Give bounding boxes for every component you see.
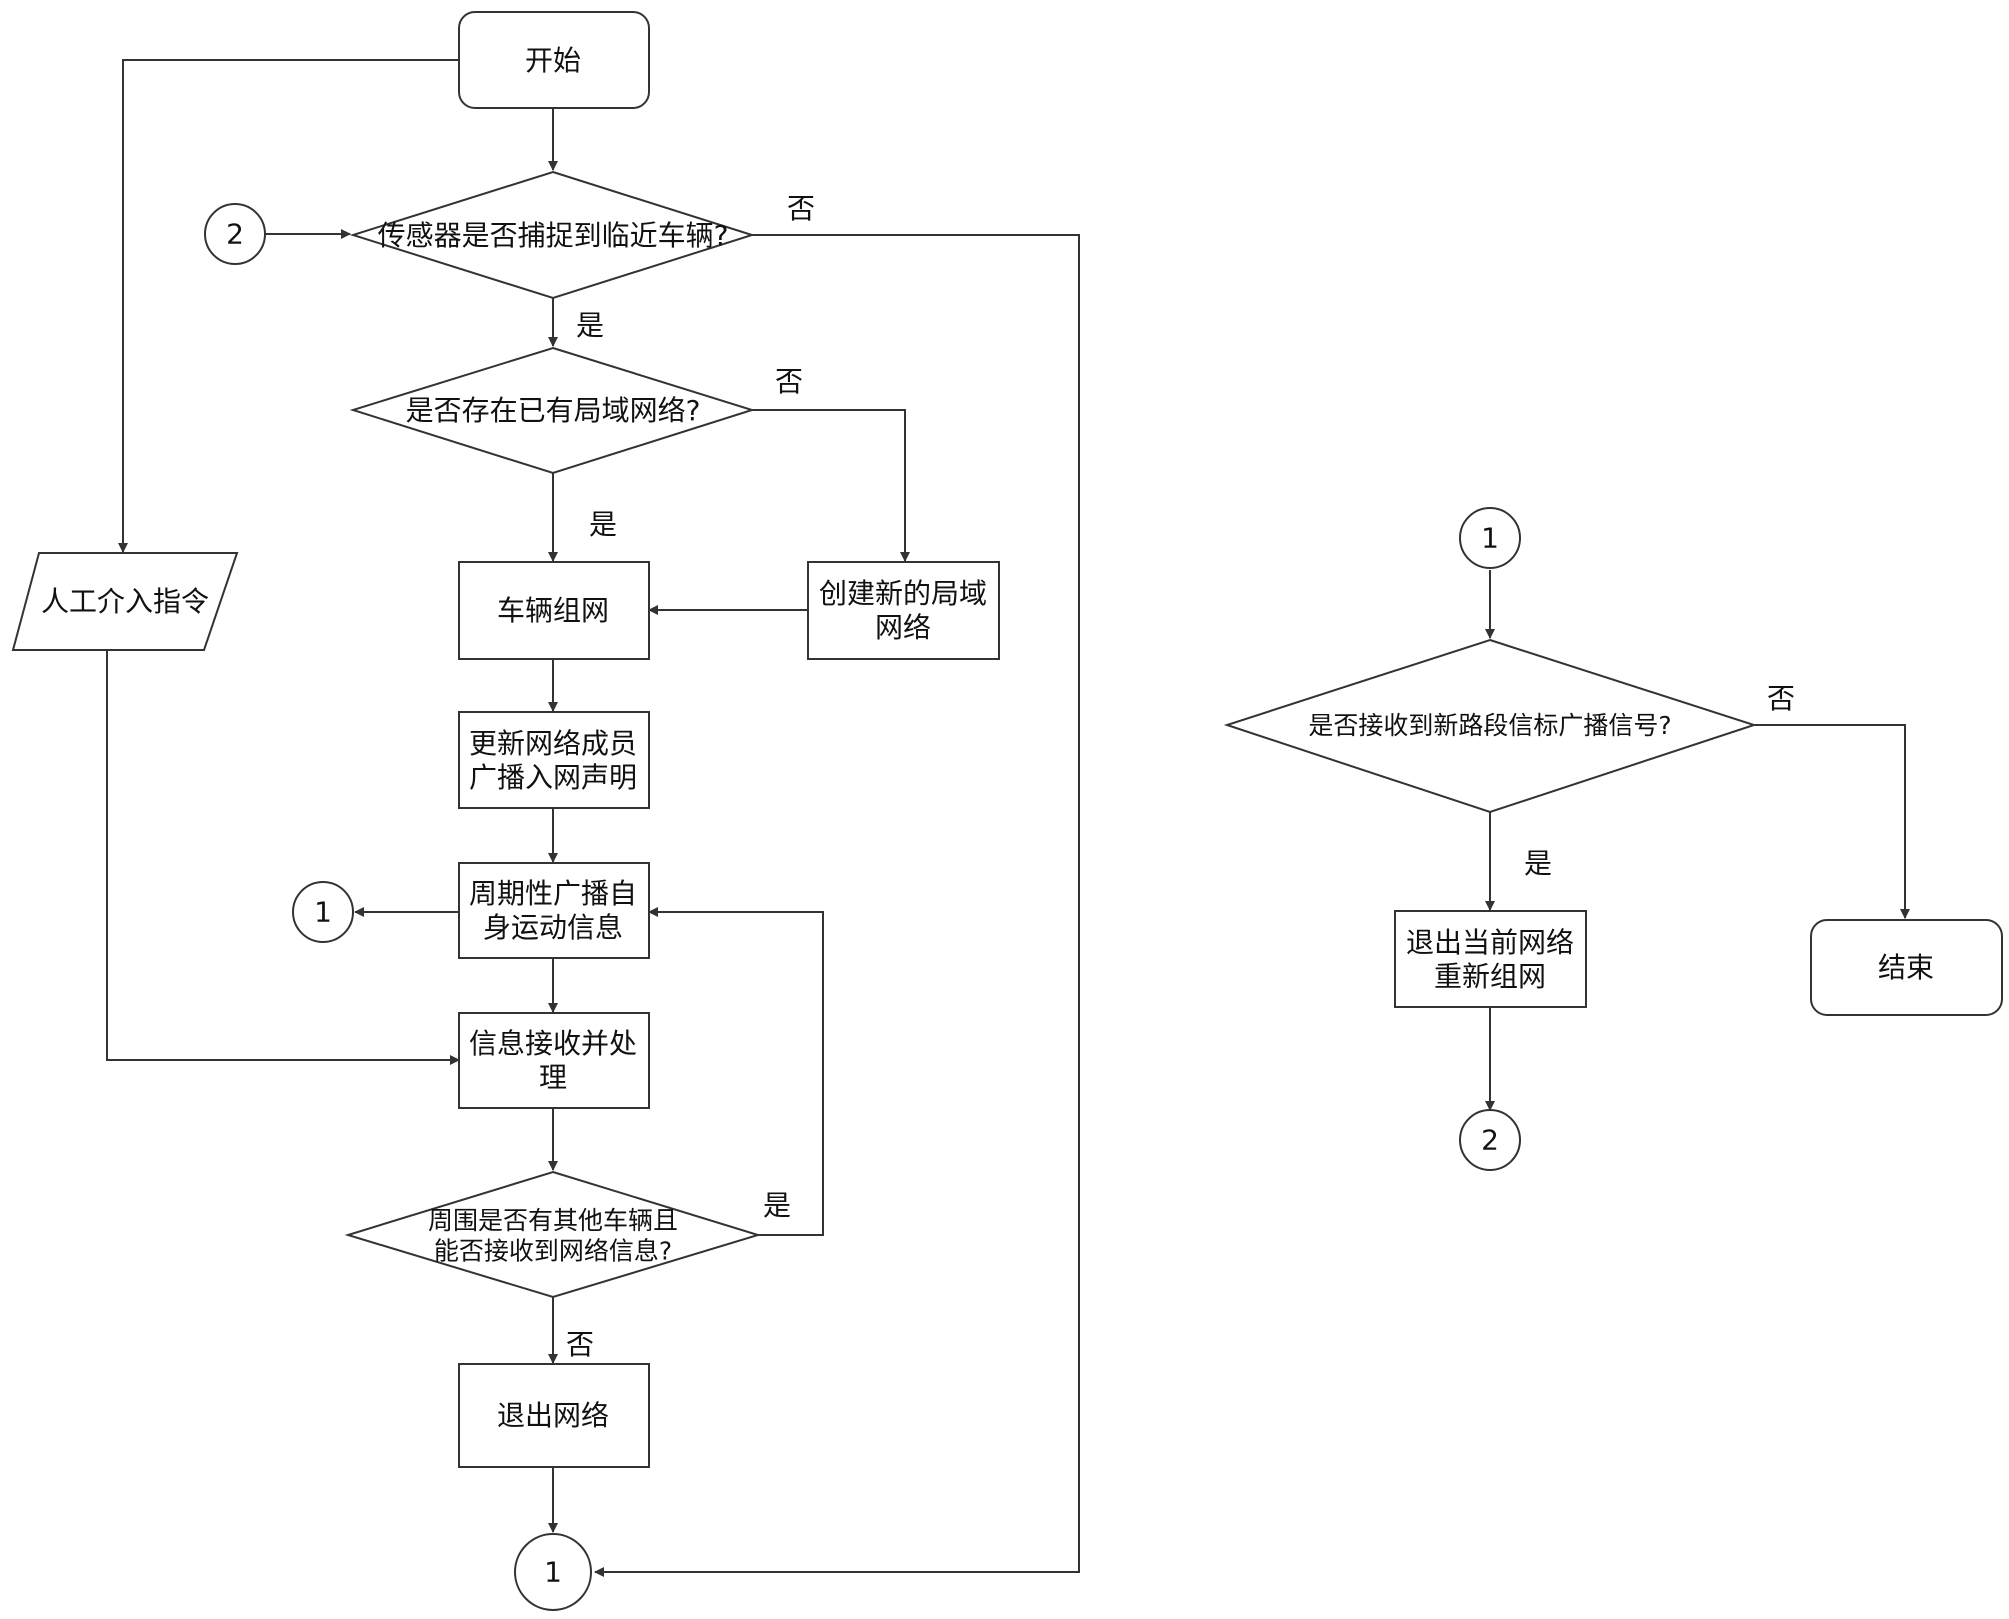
edges [106,59,1910,1577]
label-sensor-yes: 是 [576,309,604,342]
receive-process-node: 信息接收并处理 [458,1012,650,1109]
edge-network-no [752,409,910,562]
start-node: 开始 [458,11,650,109]
edge-start-to-manual [118,59,459,553]
connector-1-right-top-text: 1 [1481,522,1499,555]
periodic-broadcast-node: 周期性广播自身运动信息 [458,862,650,959]
network-exists-decision-text: 是否存在已有局域网络? [406,394,701,427]
network-exists-decision-node: 是否存在已有局域网络? [349,346,756,475]
connector-2-left-text: 2 [226,218,244,251]
connector-1-bottom: 1 [514,1533,592,1611]
periodic-broadcast-text: 周期性广播自身运动信息 [469,877,637,944]
label-beacon-yes: 是 [1524,847,1552,880]
exit-regroup-text: 退出当前网络重新组网 [1406,926,1574,993]
edge-beacon-no [1754,724,1910,919]
label-beacon-no: 否 [1767,682,1795,715]
vehicle-networking-node: 车辆组网 [458,561,650,660]
create-network-text: 创建新的局域网络 [819,577,987,644]
manual-instruction-node: 人工介入指令 [11,552,239,651]
surrounding-decision-text: 周围是否有其他车辆且能否接收到网络信息? [428,1206,678,1266]
edge-surrounding-yes [648,907,824,1236]
connector-2-right-bottom-text: 2 [1481,1124,1499,1157]
connector-2-left: 2 [204,203,266,265]
sensor-decision-node: 传感器是否捕捉到临近车辆? [349,170,756,300]
label-surrounding-no: 否 [566,1328,594,1361]
update-members-node: 更新网络成员广播入网声明 [458,711,650,809]
exit-network-text: 退出网络 [497,1399,609,1432]
label-sensor-no: 否 [787,192,815,225]
exit-regroup-node: 退出当前网络重新组网 [1394,910,1587,1008]
edge-labels: 否 是 否 是 是 否 否 是 [566,192,1795,1361]
create-network-node: 创建新的局域网络 [807,561,1000,660]
edge-sensor-no [594,234,1080,1577]
exit-network-node: 退出网络 [458,1363,650,1468]
vehicle-networking-text: 车辆组网 [497,594,609,627]
start-node-text: 开始 [525,44,581,77]
sensor-decision-text: 传感器是否捕捉到临近车辆? [378,219,729,252]
connector-1-left: 1 [292,881,354,943]
manual-instruction-text: 人工介入指令 [41,585,209,618]
edge-manual-to-receive [106,650,460,1065]
end-node: 结束 [1810,919,2003,1016]
beacon-decision-node: 是否接收到新路段信标广播信号? [1223,638,1758,814]
beacon-decision-text: 是否接收到新路段信标广播信号? [1308,711,1671,740]
connector-1-bottom-text: 1 [544,1556,562,1589]
label-surrounding-yes: 是 [763,1189,791,1222]
label-network-no: 否 [775,365,803,398]
end-node-text: 结束 [1878,951,1934,984]
receive-process-text: 信息接收并处理 [469,1027,637,1094]
update-members-text: 更新网络成员广播入网声明 [469,727,637,794]
connector-1-left-text: 1 [314,896,332,929]
label-network-yes: 是 [589,508,617,541]
surrounding-decision-node: 周围是否有其他车辆且能否接收到网络信息? [344,1170,762,1299]
connector-1-right-top: 1 [1459,507,1521,569]
connector-2-right-bottom: 2 [1459,1109,1521,1171]
